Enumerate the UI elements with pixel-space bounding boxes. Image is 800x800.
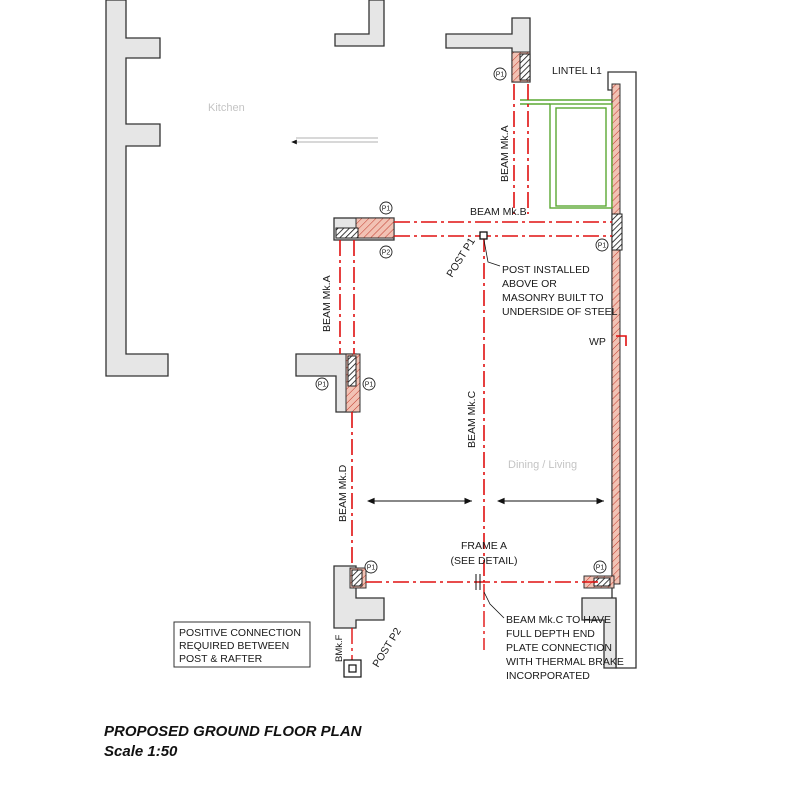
top-wall-stub: [334, 0, 385, 47]
padstone-right: [611, 213, 623, 251]
post-p1-label: POST P1: [444, 236, 478, 280]
padstone-upper-left: [335, 227, 359, 239]
beam-f-label: BMk.F: [334, 634, 345, 662]
tag-p2-upper-left: P2: [379, 245, 393, 259]
upper-left-masonry: [355, 217, 395, 239]
svg-text:POST INSTALLED: POST INSTALLED: [502, 264, 590, 276]
padstone-top: [519, 53, 531, 81]
svg-text:PLATE CONNECTION: PLATE CONNECTION: [506, 642, 612, 654]
svg-text:P1: P1: [382, 206, 391, 213]
svg-text:INCORPORATED: INCORPORATED: [506, 670, 590, 682]
beam-a-top-label: BEAM Mk.A: [499, 125, 511, 182]
tag-p1-upper-left: P1: [379, 201, 393, 215]
beam-d-label: BEAM Mk.D: [337, 464, 349, 522]
room-label-dining: Dining / Living: [508, 459, 577, 471]
svg-text:MASONRY BUILT TO: MASONRY BUILT TO: [502, 292, 604, 304]
svg-text:P1: P1: [318, 382, 327, 389]
drawing-scale: Scale 1:50: [104, 743, 178, 760]
right-wall-masonry: [611, 83, 621, 585]
bottom-right-wall: [581, 597, 617, 669]
svg-text:POST & RAFTER: POST & RAFTER: [179, 653, 263, 665]
steel-beams: [339, 84, 627, 664]
svg-text:P1: P1: [598, 243, 607, 250]
note-positive-connection: POSITIVE CONNECTION REQUIRED BETWEEN POS…: [173, 621, 311, 668]
svg-text:POSITIVE CONNECTION: POSITIVE CONNECTION: [179, 627, 301, 639]
tag-p1-left-mid-a: P1: [315, 377, 329, 391]
padstone-bottom-left: [351, 569, 363, 587]
beam-c-label: BEAM Mk.C: [466, 390, 478, 448]
beam-a-left-label: BEAM Mk.A: [321, 275, 333, 332]
wp-marker: [616, 335, 627, 346]
lintel-label: LINTEL L1: [552, 65, 602, 77]
frame-a-label: FRAME A: [461, 540, 507, 552]
note-beam-c-connection: BEAM Mk.C TO HAVE FULL DEPTH END PLATE C…: [506, 614, 624, 682]
note-post-installed: POST INSTALLED ABOVE OR MASONRY BUILT TO…: [502, 264, 618, 318]
drawing-title: PROPOSED GROUND FLOOR PLAN: [104, 723, 363, 740]
tag-p1-right: P1: [595, 238, 609, 252]
post-note-leader: [483, 239, 501, 267]
beam-c-note-leader: [483, 591, 505, 619]
svg-text:WITH THERMAL BRAKE: WITH THERMAL BRAKE: [506, 656, 624, 668]
svg-text:P1: P1: [496, 72, 505, 79]
post-tags: P1 P1 P2 P1 P1 P1 P1 P1: [315, 67, 609, 574]
post-p1-marker: [479, 231, 488, 240]
svg-text:P1: P1: [596, 565, 605, 572]
padstone-left-mid: [347, 355, 357, 387]
svg-text:P2: P2: [382, 250, 391, 257]
svg-text:P1: P1: [367, 565, 376, 572]
room-label-kitchen: Kitchen: [208, 102, 245, 114]
post-p2-label: POST P2: [370, 626, 404, 670]
tag-p1-bottom-left: P1: [364, 560, 378, 574]
svg-text:REQUIRED BETWEEN: REQUIRED BETWEEN: [179, 640, 289, 652]
see-detail-label: (SEE DETAIL): [451, 555, 518, 567]
tag-p1-bottom-right: P1: [593, 560, 607, 574]
wp-label: WP: [589, 336, 606, 348]
svg-text:FULL DEPTH END: FULL DEPTH END: [506, 628, 595, 640]
beam-b-label: BEAM Mk.B: [470, 206, 527, 218]
svg-text:ABOVE OR: ABOVE OR: [502, 278, 557, 290]
svg-text:BEAM Mk.C TO HAVE: BEAM Mk.C TO HAVE: [506, 614, 611, 626]
svg-text:UNDERSIDE OF STEEL: UNDERSIDE OF STEEL: [502, 306, 618, 318]
tag-p1-top: P1: [493, 67, 507, 81]
kitchen-wall: [105, 0, 169, 377]
svg-text:P1: P1: [365, 382, 374, 389]
lintel-frame: [520, 99, 613, 209]
tag-p1-left-mid-b: P1: [362, 377, 376, 391]
